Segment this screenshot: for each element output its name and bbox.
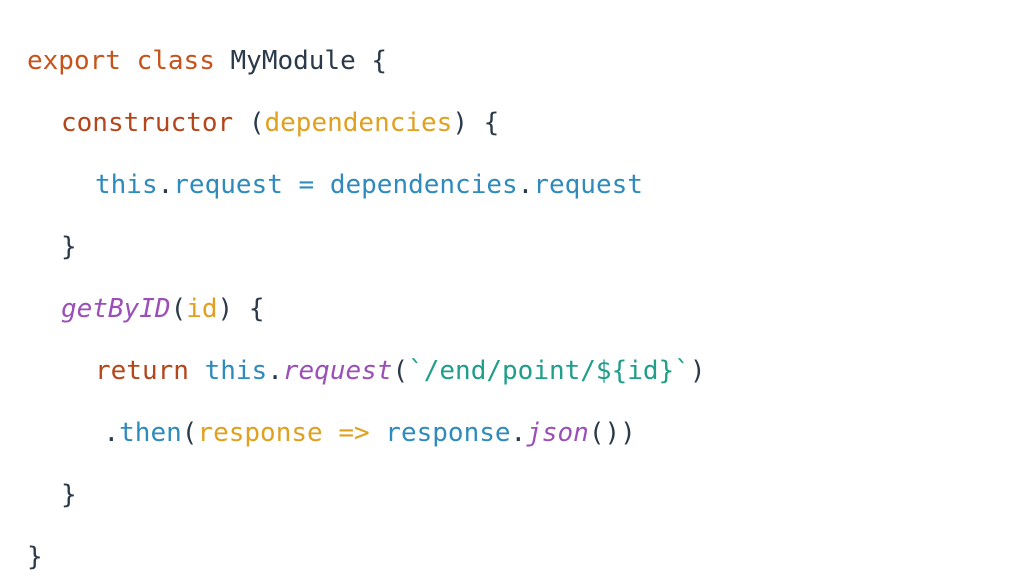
code-line: } [27, 464, 706, 526]
code-token: . [510, 418, 527, 448]
code-token: ( [392, 356, 409, 386]
code-token [121, 46, 137, 76]
code-token: . [517, 170, 534, 200]
code-token: ) { [217, 294, 265, 324]
code-token: dependencies [264, 108, 453, 138]
code-line: .then(response => response.json()) [27, 402, 706, 464]
code-token: } [27, 542, 43, 572]
code-token: ) { [452, 108, 500, 138]
code-token: } [61, 232, 77, 262]
code-token: . [103, 418, 120, 448]
code-token: class [136, 46, 215, 76]
code-token: then [119, 418, 182, 448]
code-token: = [282, 170, 330, 200]
code-token: request [282, 356, 393, 386]
code-token: request [533, 170, 643, 200]
code-token: this [95, 170, 158, 200]
code-token: response [385, 418, 511, 448]
code-token: ( [181, 418, 198, 448]
code-token: export [27, 46, 121, 76]
code-line: getByID(id) { [27, 278, 706, 340]
code-line: return this.request(`/end/point/${id}`) [27, 340, 706, 402]
code-token: MyModule { [214, 46, 388, 76]
code-token [370, 418, 386, 448]
code-token: id [186, 294, 218, 324]
code-token: return [95, 356, 189, 386]
code-token: ( [170, 294, 187, 324]
code-token: request [173, 170, 283, 200]
code-token: `/end/point/${id}` [408, 356, 690, 386]
code-block: export class MyModule {constructor (depe… [27, 30, 706, 588]
code-token: this [204, 356, 268, 386]
code-token: response [197, 418, 323, 448]
code-line: } [27, 216, 706, 278]
code-token: . [157, 170, 174, 200]
code-token: ( [233, 108, 265, 138]
code-token: } [61, 480, 77, 510]
code-line: this.request = dependencies.request [27, 154, 706, 216]
code-token: constructor [61, 108, 234, 138]
code-token: json [526, 418, 589, 448]
code-token: ) [689, 356, 706, 386]
code-line: constructor (dependencies) { [27, 92, 706, 154]
code-token: getByID [61, 294, 171, 324]
code-token: . [267, 356, 283, 386]
code-token: dependencies [329, 170, 518, 200]
code-line: export class MyModule { [27, 30, 706, 92]
code-token [323, 418, 339, 448]
code-line: } [27, 526, 706, 588]
code-token: => [338, 418, 370, 448]
code-token [189, 356, 205, 386]
code-token: ()) [588, 418, 636, 448]
